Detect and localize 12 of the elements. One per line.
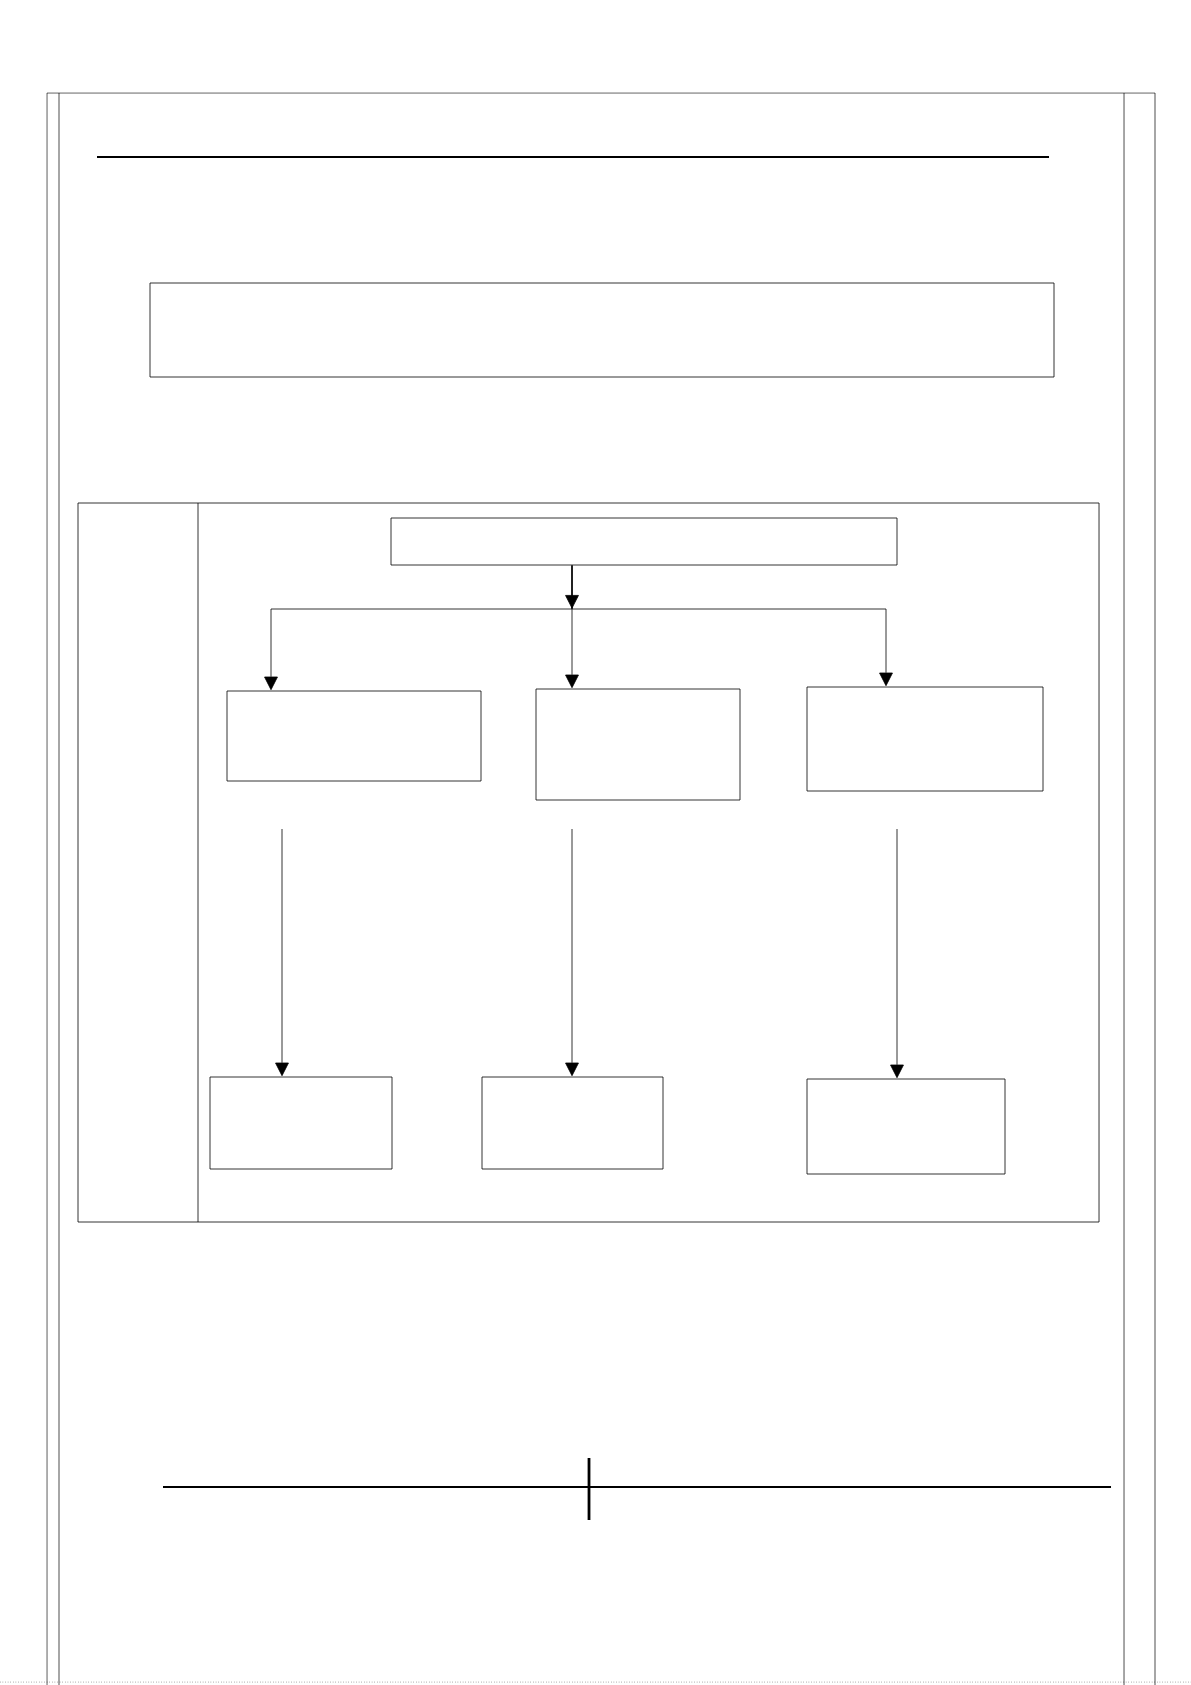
process-box: [535, 688, 741, 801]
arrow: [571, 565, 893, 687]
process-box: [806, 1078, 1006, 1175]
arrow: [565, 828, 579, 1077]
arrow: [275, 828, 289, 1077]
process-box: [481, 1076, 664, 1170]
arrow: [890, 828, 904, 1079]
process-box: [806, 686, 1044, 792]
process-box: [226, 690, 482, 782]
process-box: [209, 1076, 393, 1170]
process-box: [149, 282, 1055, 378]
process-box: [390, 517, 898, 566]
